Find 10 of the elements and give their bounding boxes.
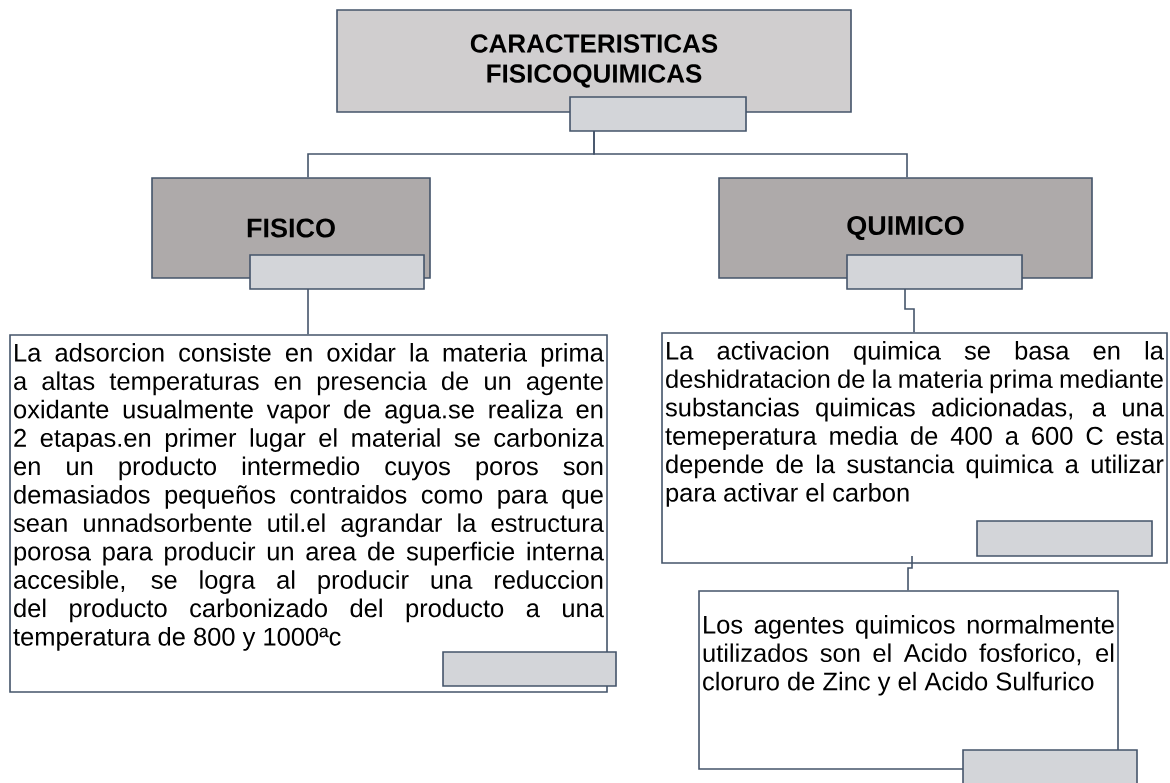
connector-line bbox=[307, 288, 309, 335]
text-box: Los agentes quimicos normalmente utilizados son el Acido fosforico, el cloruro de Zinc y el Acido Sulfurico bbox=[698, 590, 1138, 783]
category-box: FISICO bbox=[151, 177, 431, 290]
category-box: QUIMICO bbox=[718, 177, 1093, 290]
connector-line bbox=[593, 130, 908, 178]
text-box: La adsorcion consiste en oxidar la materia prima a altas temperaturas en presencia de un agente oxidante usualmente vapor de agua.se realiza en 2 etapas.en primer lugar el material se carboniza en un producto intermedio cuyos poros son demasiados pequeños contraidos como para que sean unnadsorbente util.el agrandar la estructura porosa para producir un area de superficie interna accesible, se logra al producir una reduccion del producto carbonizado del producto a una temperatura de 800 y 1000ªc bbox=[9, 334, 617, 693]
title-box: CARACTERISTICAS FISICOQUIMICAS bbox=[336, 9, 852, 132]
connector-line bbox=[904, 288, 915, 333]
text-box: La activacion quimica se basa en la deshidratacion de la materia prima mediante substancias quimicas adicionadas, a una temeperatura media de 400 a 600 C esta depende de la sustancia quimica a utilizar para activar el carbon bbox=[661, 332, 1168, 564]
connector-line bbox=[907, 555, 913, 591]
